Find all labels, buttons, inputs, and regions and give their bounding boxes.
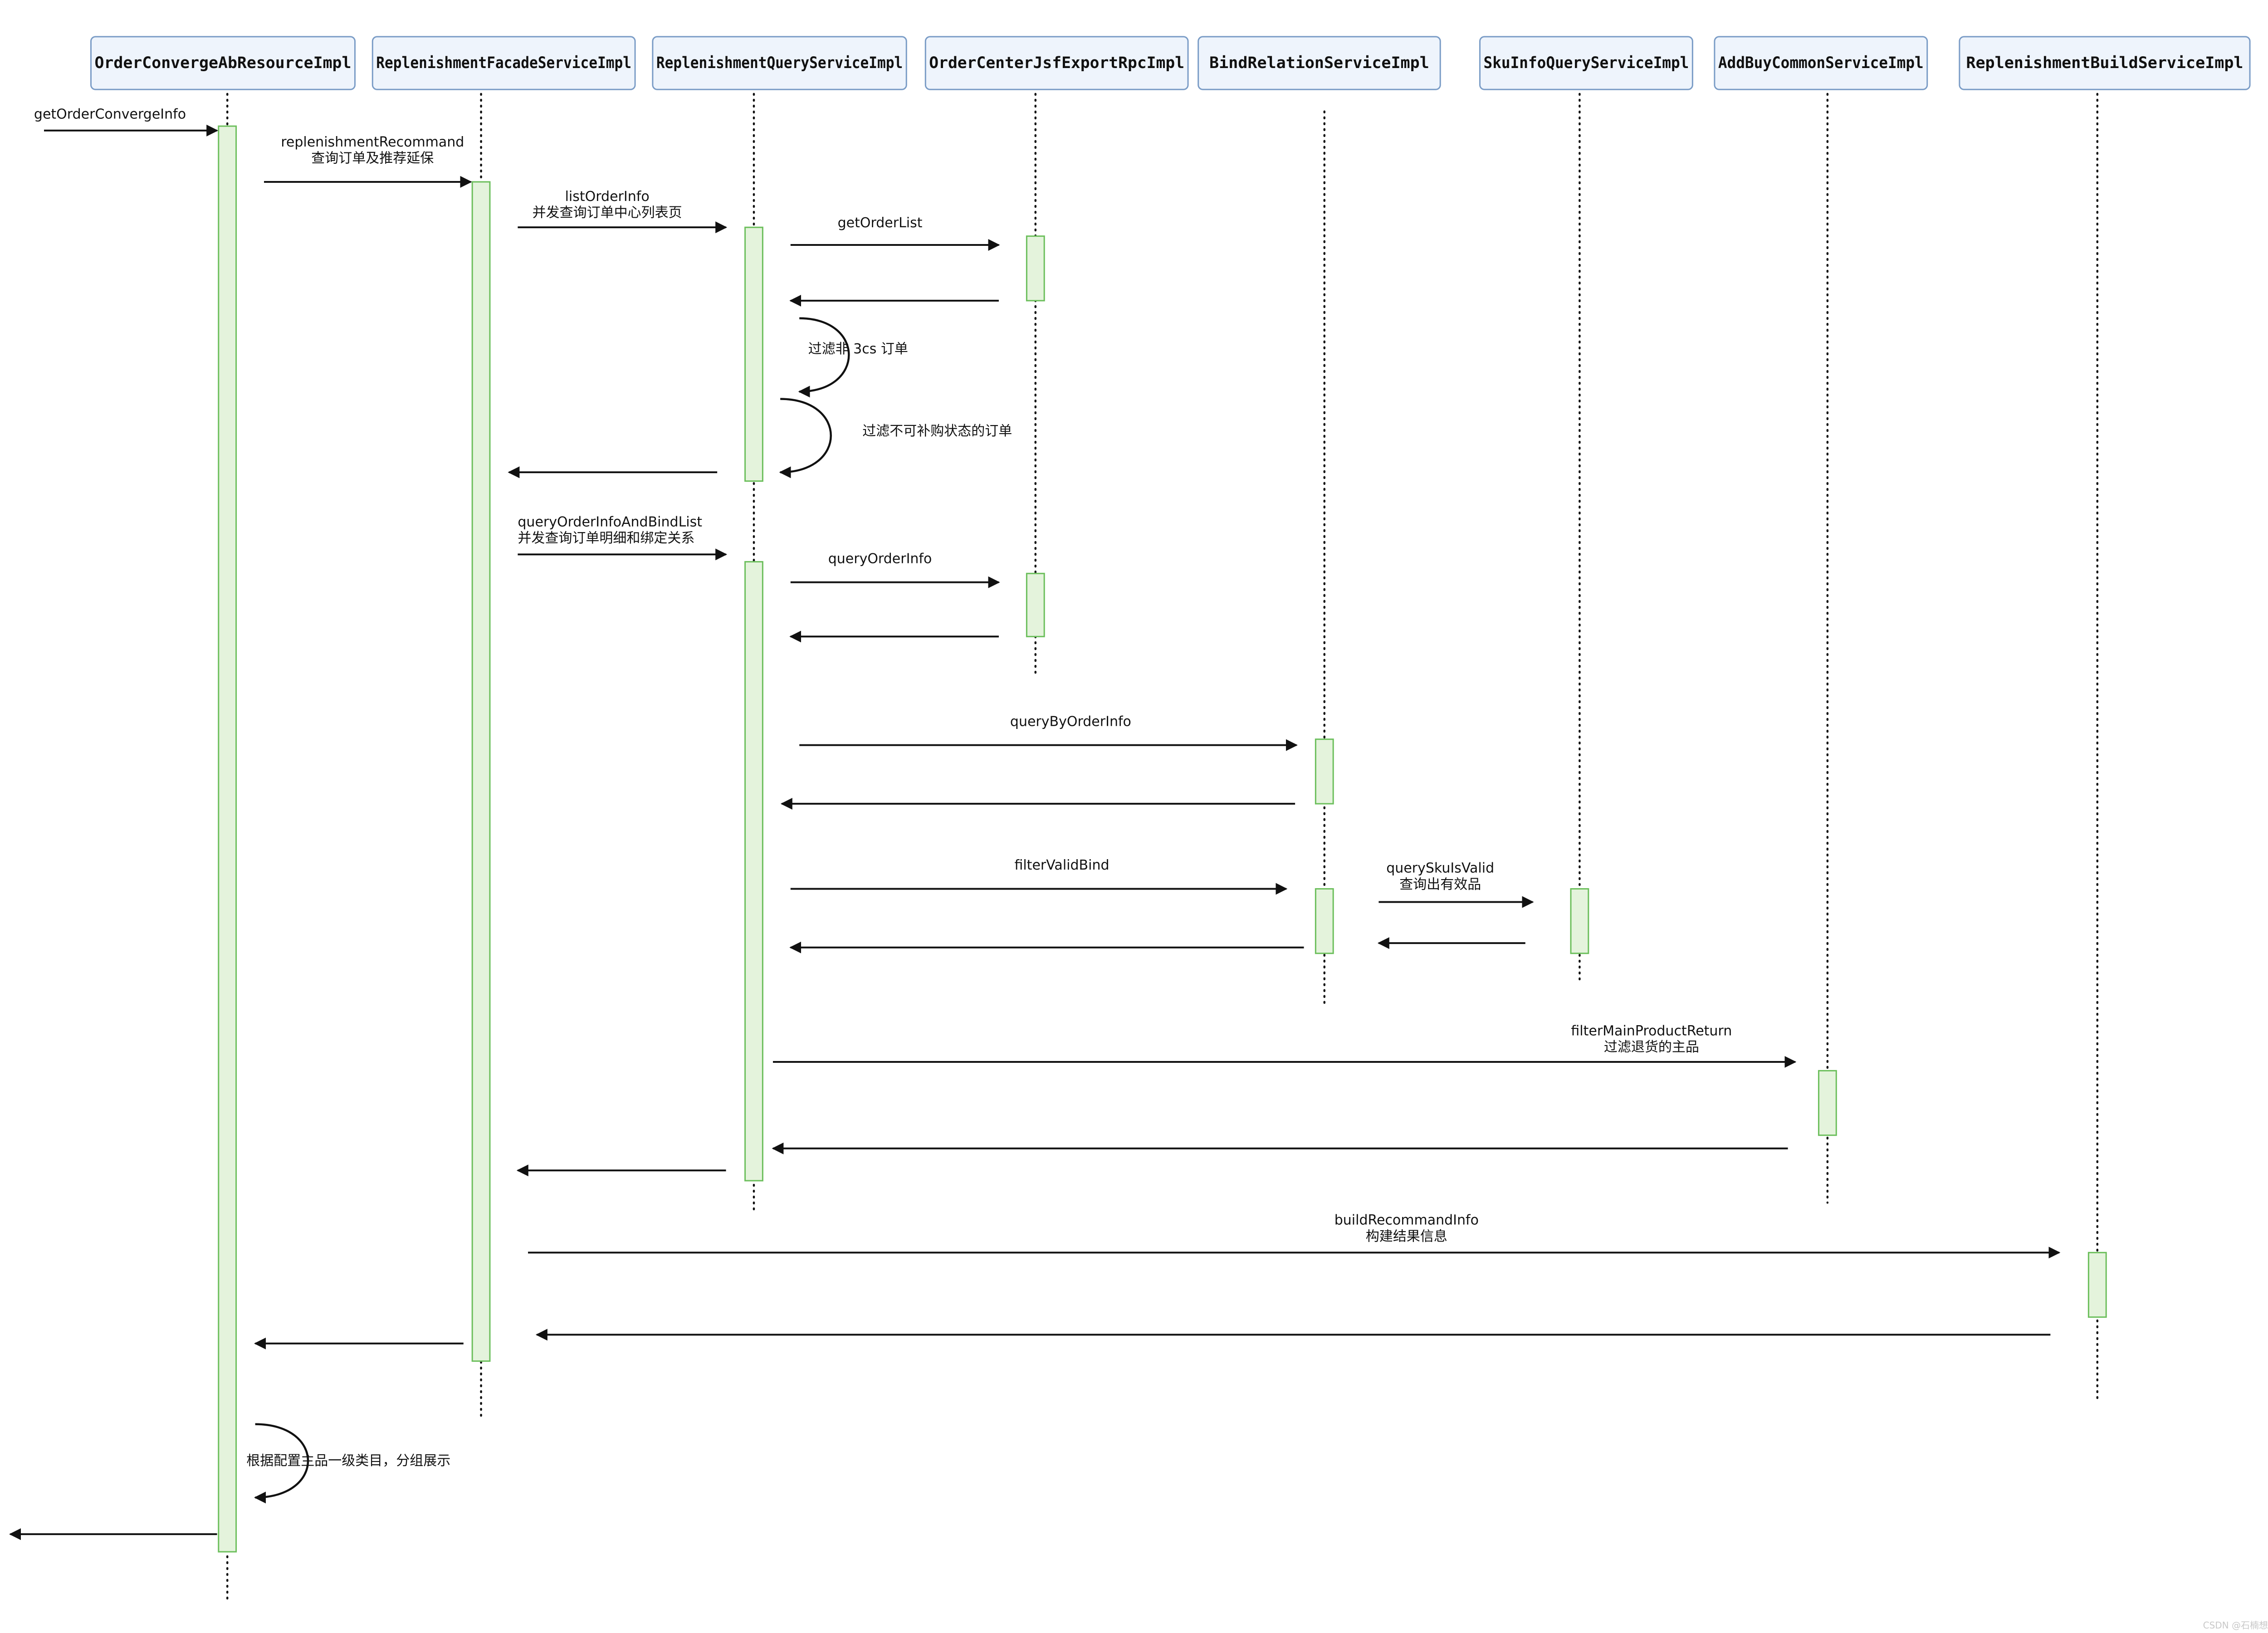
participant-box-p4 [1198,36,1441,90]
activation-p7-10 [2087,1252,2107,1318]
activation-p3-5 [1026,572,1045,637]
message-label-m8-0: queryOrderInfoAndBindList [518,514,702,530]
activation-p0-0 [218,125,237,1553]
participant-label-p4: BindRelationServiceImpl [1209,54,1429,72]
message-label-m14-1: 查询出有效品 [1399,876,1481,892]
participant-label-p7: ReplenishmentBuildServiceImpl [1966,54,2243,72]
activation-p2-4 [744,561,763,1182]
message-label-m11-0: queryByOrderInfo [1010,714,1131,729]
message-label-m23-0: 根据配置主品一级类目，分组展示 [246,1453,450,1469]
activation-p6-9 [1818,1070,1837,1136]
participant-box-p7 [1959,36,2251,90]
participant-label-p0: OrderConvergeAbResourceImpl [94,54,351,72]
participant-label-p3: OrderCenterJsfExportRpcImpl [929,54,1184,72]
activation-p3-3 [1026,235,1045,302]
activations-layer [218,125,2107,1553]
activation-p2-2 [744,226,763,482]
message-label-m9-0: queryOrderInfo [828,551,932,567]
message-label-m20-1: 构建结果信息 [1366,1228,1447,1244]
participant-label-p6: AddBuyCommonServiceImpl [1718,54,1924,72]
message-label-m1-0: replenishmentRecommand [281,134,464,150]
self-message-arrow-m23 [254,1423,309,1504]
message-label-m1-1: 查询订单及推荐延保 [311,151,434,166]
activation-p1-1 [471,181,491,1362]
participant-headers-layer: OrderConvergeAbResourceImpl Replenishment… [90,36,2251,90]
participant-label-p5: SkuInfoQueryServiceImpl [1484,54,1689,72]
watermark: CSDN @石楠想去看罗 [2203,1620,2268,1631]
message-label-m0-0: getOrderConvergeInfo [34,107,186,122]
message-label-m3-0: getOrderList [838,215,923,231]
message-label-m20-0: buildRecommandInfo [1334,1213,1479,1228]
participant-box-p6 [1714,36,1928,90]
message-label-m8-1: 并发查询订单明细和绑定关系 [518,530,694,546]
message-label-m14-0: querySkuIsValid [1386,861,1494,876]
self-message-arrow-m5 [798,317,850,398]
participant-box-p1 [371,36,636,90]
self-message-arrow-m6 [779,398,832,479]
message-label-m5-0: 过滤非 3cs 订单 [808,341,908,357]
participant-box-p5 [1479,36,1693,90]
lifelines-layer [226,93,2099,1603]
activation-p5-8 [1570,888,1589,954]
participant-box-p3 [924,36,1189,90]
message-label-m17-1: 过滤退货的主品 [1604,1039,1699,1055]
participant-label-p1: ReplenishmentFacadeServiceImpl [376,54,631,72]
message-label-m6-0: 过滤不可补购状态的订单 [862,423,1012,439]
activation-p4-7 [1315,888,1334,954]
participant-box-p0 [90,36,356,90]
participant-label-p2: ReplenishmentQueryServiceImpl [656,54,903,72]
message-label-m2-0: listOrderInfo [565,189,650,205]
message-label-m13-0: filterValidBind [1014,857,1109,873]
activation-p4-6 [1315,738,1334,805]
participant-box-p2 [652,36,907,90]
message-label-m17-0: filterMainProductReturn [1571,1023,1732,1039]
message-label-m2-1: 并发查询订单中心列表页 [533,205,682,220]
messages-layer: getOrderConvergeInfo replenishmentRecomma… [9,107,2061,1540]
